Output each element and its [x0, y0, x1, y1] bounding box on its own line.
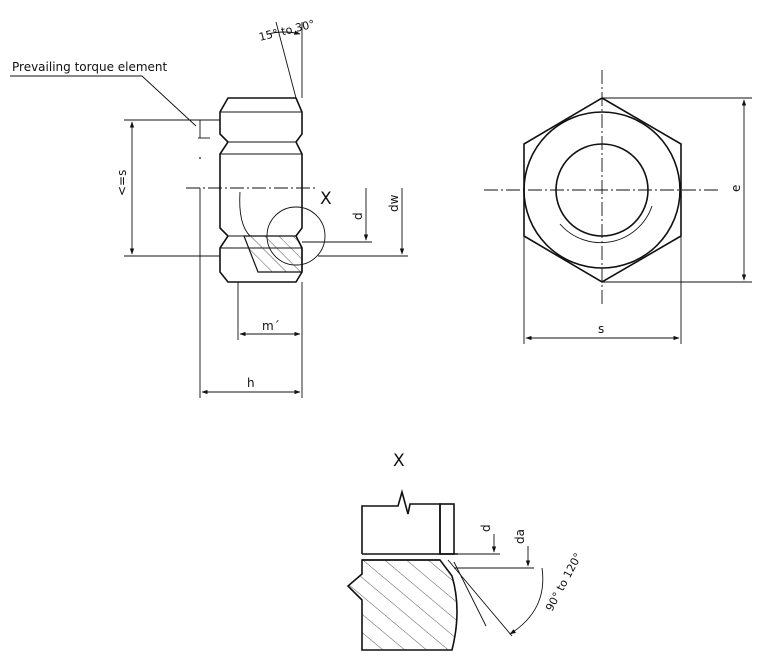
detail-view-section	[346, 559, 458, 651]
side-view	[10, 21, 408, 398]
label-prevailing-torque: Prevailing torque element	[12, 60, 168, 74]
front-view	[484, 70, 752, 344]
label-s: s	[598, 322, 604, 336]
detail-circle-x	[266, 206, 326, 266]
prevailing-torque-leader	[10, 75, 197, 127]
label-s-side: <=s	[115, 170, 129, 196]
label-d-detail: d	[479, 524, 493, 532]
label-detail-title: X	[393, 451, 405, 471]
side-view-dimensions	[129, 30, 405, 395]
label-angle-detail: 90° to 120°	[543, 551, 585, 614]
label-e: e	[729, 185, 743, 192]
label-da: da	[513, 529, 527, 544]
label-angle-top: 15° to 30°	[258, 17, 316, 43]
label-d: d	[351, 212, 365, 220]
label-h: h	[247, 376, 255, 390]
label-detail-marker: X	[320, 189, 332, 209]
detail-view	[346, 489, 544, 651]
front-view-dimensions	[525, 99, 747, 341]
label-m-prime: m´	[262, 319, 280, 333]
side-view-outline	[219, 97, 303, 283]
label-dw: dw	[387, 194, 401, 212]
